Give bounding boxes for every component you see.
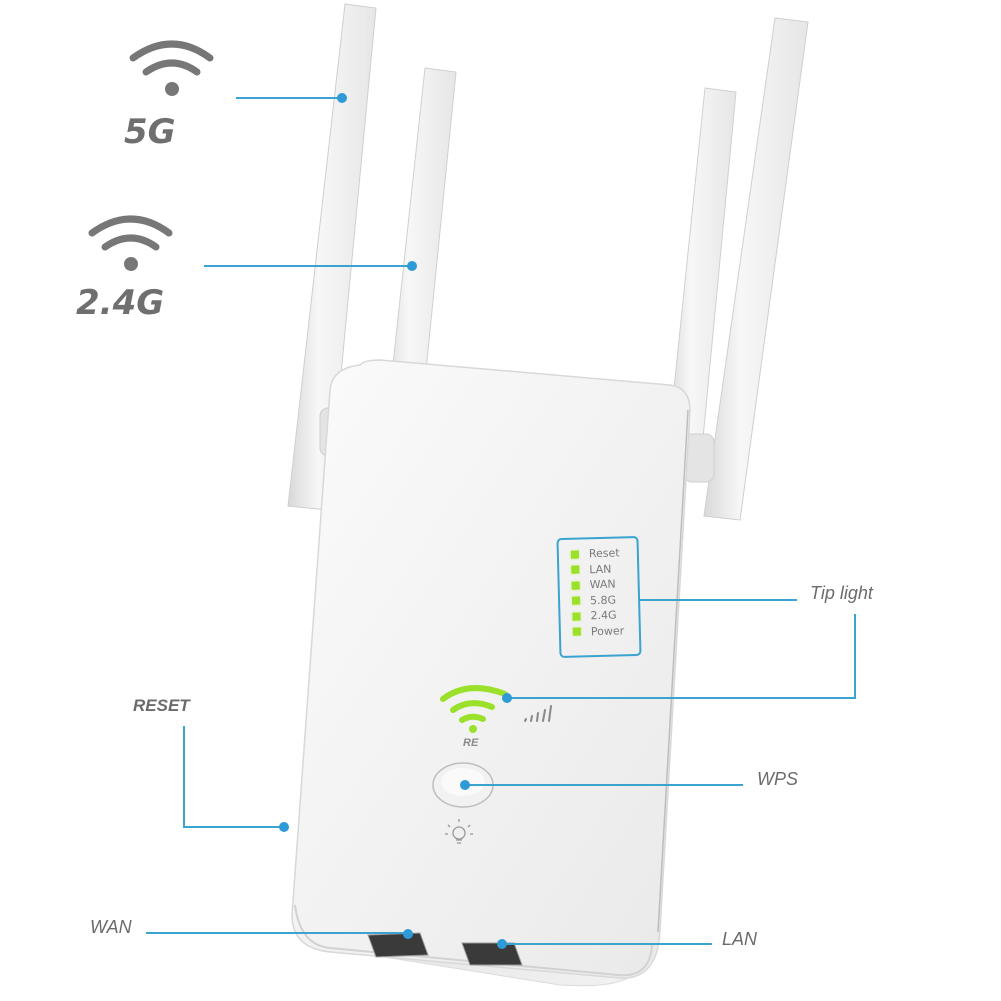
antenna-front-right — [703, 17, 809, 521]
band-label-2-4g: 2.4G — [76, 283, 165, 323]
indicator-row: Reset — [570, 545, 637, 562]
indicator-row: 2.4G — [572, 607, 638, 624]
callout-tip-light: Tip light — [810, 583, 873, 603]
wifi-icon — [88, 215, 173, 251]
re-label: RE — [463, 737, 479, 749]
indicator-row: 5.8G — [571, 591, 638, 608]
signal-bars-icon — [524, 705, 552, 722]
callout-reset: RESET — [133, 696, 190, 715]
wan-port — [367, 932, 429, 958]
lan-port — [461, 942, 523, 966]
led-icon — [570, 550, 579, 559]
light-bulb-icon — [445, 819, 473, 844]
re-wifi-icon — [440, 685, 508, 723]
callout-lines — [146, 97, 856, 945]
indicator-row: Power — [572, 622, 639, 639]
device-body — [291, 359, 691, 987]
led-icon — [571, 596, 581, 605]
led-icon — [572, 612, 581, 621]
callout-wan: WAN — [90, 917, 132, 937]
indicator-row: WAN — [571, 576, 637, 593]
indicator-panel: Reset LAN WAN 5.8G 2.4G Power — [556, 535, 642, 659]
led-icon — [572, 627, 582, 636]
band-label-5g: 5G — [124, 112, 176, 152]
callout-dots — [279, 93, 512, 949]
wifi-icon — [129, 40, 214, 76]
indicator-row: LAN — [571, 560, 637, 577]
callout-lan: LAN — [722, 929, 758, 949]
led-icon — [571, 581, 580, 590]
led-icon — [571, 565, 580, 574]
callout-wps: WPS — [757, 769, 799, 789]
